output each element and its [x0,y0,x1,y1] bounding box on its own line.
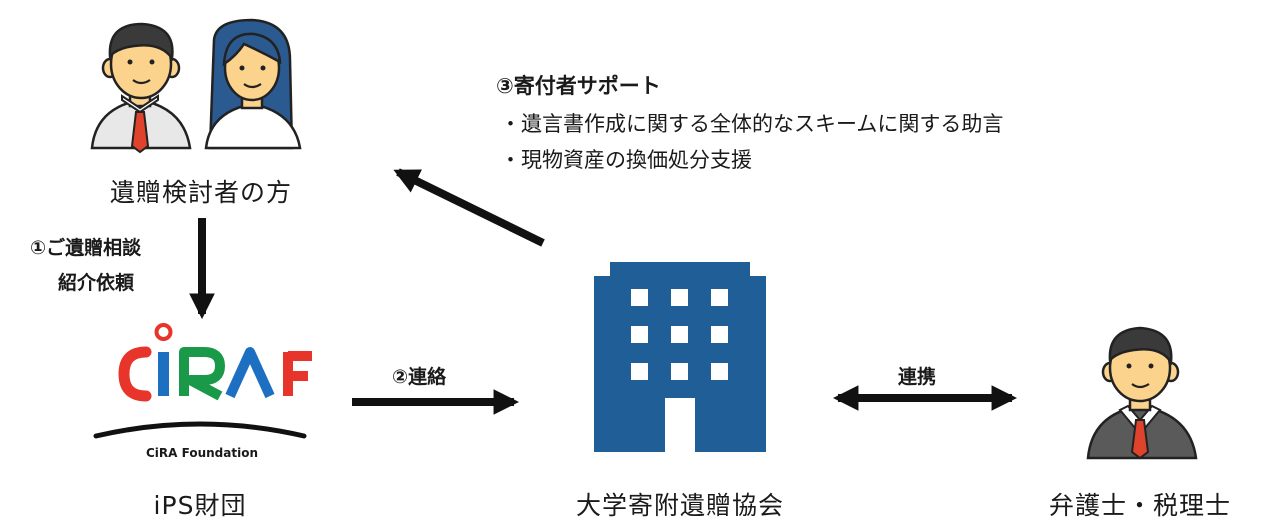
logo-caption: CiRA Foundation [146,446,258,460]
lawyer-person-icon [1086,326,1198,460]
donor-label: 遺贈検討者の方 [109,178,292,207]
lawyer-label: 弁護士・税理士 [1048,491,1231,520]
building-icon [594,262,766,452]
step2-label: ②連絡 [392,366,447,388]
arrow-step3-up [393,168,545,247]
step3-list: ・遺言書作成に関する全体的なスキームに関する助言 ・現物資産の換価処分支援 [500,106,1003,178]
man-person-icon [90,22,192,154]
ips-label: iPS財団 [153,491,247,520]
association-label: 大学寄附遺贈協会 [575,491,784,520]
link-label: 連携 [898,366,937,388]
step3-item: ・現物資産の換価処分支援 [500,148,752,172]
step1-label-line1: ①ご遺贈相談 [30,237,142,259]
step3-item: ・遺言書作成に関する全体的なスキームに関する助言 [500,112,1004,136]
woman-person-icon [204,18,302,150]
step3-title: ③寄付者サポート [496,74,661,98]
cira-foundation-logo [93,323,312,439]
step1-label-line2: 紹介依頼 [58,272,135,294]
